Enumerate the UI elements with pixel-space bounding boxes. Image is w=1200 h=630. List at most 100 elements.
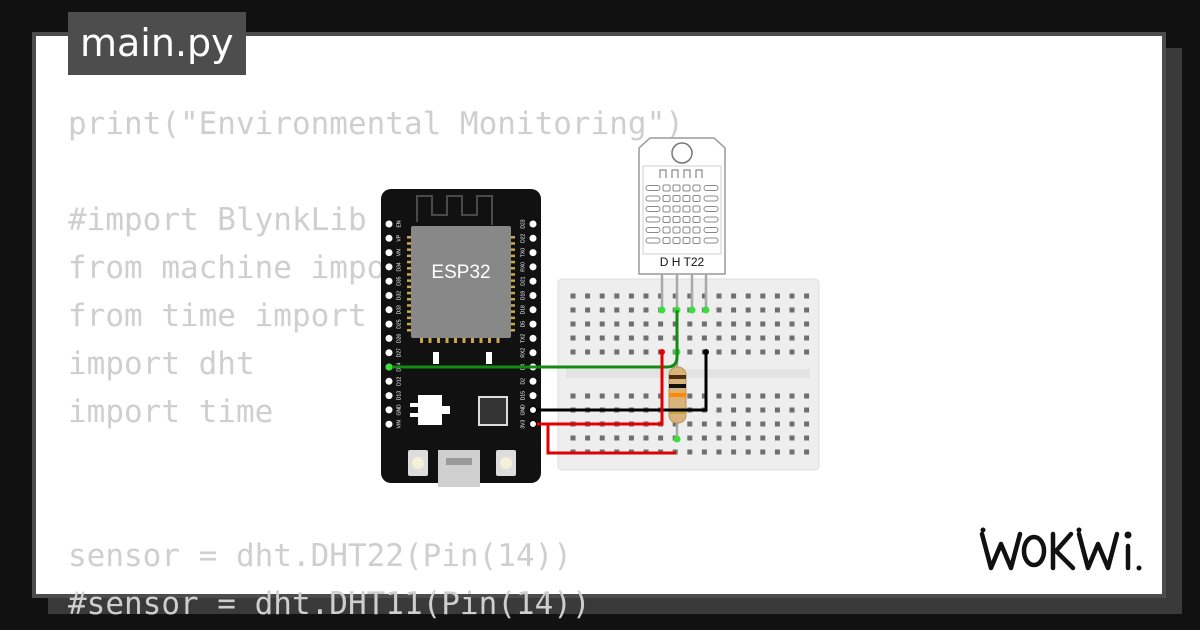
breadboard-hole [614,335,620,341]
header-pin[interactable] [385,277,393,285]
header-pin[interactable] [385,220,393,228]
breadboard-hole [760,421,766,427]
header-pin[interactable] [385,306,393,314]
grille-cell [672,226,681,234]
breadboard-hole [658,321,664,327]
breadboard-hole [760,293,766,299]
grille-cell [672,195,681,202]
header-pin[interactable] [529,263,537,271]
breadboard-hole [760,335,766,341]
header-pin[interactable] [385,377,393,385]
header-pin[interactable] [529,392,537,400]
header-pin[interactable] [385,392,393,400]
esp32-module [411,226,511,338]
antenna-trace [416,195,493,225]
breadboard-hole [570,335,576,341]
pin-label: D19 [520,291,526,300]
grille-cell [682,237,691,244]
pin-label: RX2 [520,348,526,358]
wokwi-logo-mark [1021,534,1047,568]
breadboard-hole [789,307,795,313]
grille-slot [645,195,661,202]
breadboard-hole [701,321,707,327]
dht22-sensor[interactable]: D H T22 [638,137,726,314]
header-pin[interactable] [529,377,537,385]
module-pads [407,236,515,343]
boot-button[interactable] [500,457,512,469]
breadboard[interactable] [557,278,820,471]
module-pad [407,236,411,239]
ground-wire[interactable] [533,352,708,412]
module-pad [407,242,411,245]
header-pin[interactable] [385,334,393,342]
header-pin[interactable] [529,249,537,257]
pin-label: D22 [520,234,526,243]
sensor-legs [658,274,710,314]
module-pad [437,338,440,343]
breadboard-hole [614,393,620,399]
header-pin[interactable] [529,277,537,285]
breadboard-hole [731,393,737,399]
wokwi-logo-mark [980,527,986,533]
breadboard-hole [628,435,634,441]
breadboard-hole [570,293,576,299]
power-wire[interactable] [533,352,664,426]
grille-slot [703,227,719,233]
power-rail-wire[interactable] [533,422,676,455]
breadboard-hole [585,349,591,355]
header-pin[interactable] [385,292,393,299]
wire-endpoint [659,349,665,355]
breadboard-hole [599,321,605,327]
module-pad [407,279,411,282]
resistor-band [669,375,686,379]
breadboard-hole [687,435,693,441]
wires[interactable] [385,310,710,455]
breadboard-hole [701,293,707,299]
header-pin[interactable] [385,263,393,271]
breadboard-hole [804,393,810,399]
file-tab-main-py[interactable]: main.py [68,12,246,75]
header-pin[interactable] [385,234,393,242]
breadboard-hole [760,321,766,327]
breadboard-holes [570,293,810,455]
sensor-grille-top [659,169,703,178]
breadboard-hole [774,393,780,399]
header-pin[interactable] [529,220,537,228]
module-pad [407,260,411,264]
breadboard-hole [614,307,620,313]
header-pin[interactable] [529,306,537,314]
breadboard-hole [658,435,664,441]
breadboard-hole [716,335,722,341]
header-pin[interactable] [385,320,393,328]
header-pin[interactable] [529,234,537,242]
data-wire[interactable] [389,310,679,369]
breadboard-hole [774,449,780,455]
header-pin[interactable] [529,334,537,342]
grille-cell [662,226,671,234]
header-pin[interactable] [529,349,537,357]
breadboard-hole [789,421,795,427]
esp32-board[interactable]: ESP32 ENVPVND34D35D32D33D25D26D27D14D12D… [381,189,541,487]
module-pad [407,298,411,301]
module-pad [511,260,515,264]
breadboard-hole [628,293,634,299]
en-button[interactable] [412,457,424,469]
header-pin[interactable] [529,292,537,299]
header-pin[interactable] [385,406,393,414]
breadboard-hole [731,407,737,413]
header-pin[interactable] [385,349,393,357]
wokwi-logo[interactable] [978,520,1150,580]
pin-label: VP [396,234,402,241]
header-pin[interactable] [385,249,393,257]
breadboard-hole [789,407,795,413]
code-editor[interactable]: print("Environmental Monitoring") #impor… [68,100,684,628]
header-pin[interactable] [529,320,537,328]
pin-label: GND [520,404,526,416]
code-line: #import BlynkLib [68,202,367,238]
breadboard-hole [745,307,751,313]
grille-slot [703,195,719,202]
breadboard-hole [745,293,751,299]
header-pin[interactable] [385,420,393,428]
